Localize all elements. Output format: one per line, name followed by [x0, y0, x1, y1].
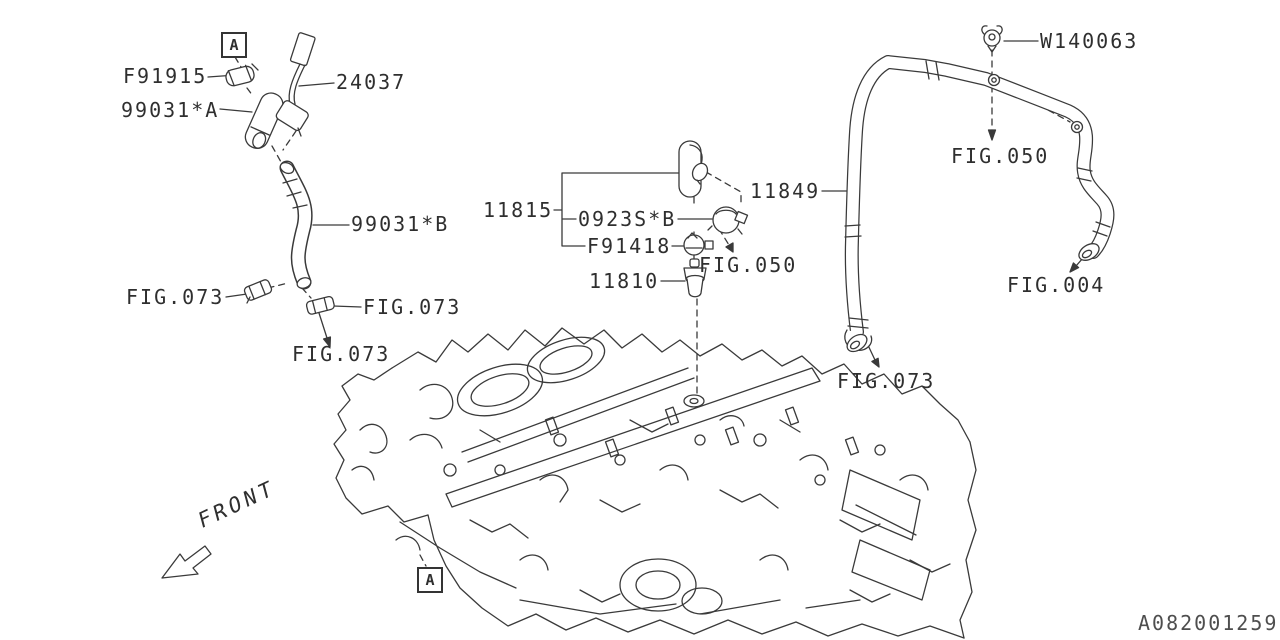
drawing-number: A082001259: [1138, 611, 1279, 635]
part-label-f91915: F91915: [123, 64, 208, 88]
part-label-99031a: 99031*A: [121, 98, 220, 122]
figure-ref-004: FIG.004: [1007, 273, 1106, 297]
part-clamp-f91418: [683, 232, 714, 256]
part-label-w140063: W140063: [1040, 29, 1139, 53]
part-clamp-0923sb: [707, 206, 749, 235]
figure-ref-073-left: FIG.073: [126, 285, 225, 309]
leader-lines: [207, 40, 1039, 308]
part-pcv-valve-11810: [683, 258, 707, 298]
hose-end-lower: [844, 317, 873, 353]
section-marker-a-top: A: [221, 32, 247, 58]
figure-ref-050-right: FIG.050: [951, 144, 1050, 168]
part-hose-11849: [844, 55, 1115, 353]
part-clip-fig073-left: [243, 279, 273, 304]
engine-block-drawing: [333, 327, 977, 639]
part-label-f91418: F91418: [587, 234, 672, 258]
figure-ref-073-right: FIG.073: [837, 369, 936, 393]
dashed-lines: [234, 49, 1071, 567]
part-hose-11815: [678, 140, 709, 198]
figure-ref-073-mid: FIG.073: [363, 295, 462, 319]
part-clip-w140063: [981, 25, 1003, 53]
part-label-11849: 11849: [750, 179, 821, 203]
section-marker-a-bottom: A: [417, 567, 443, 593]
part-sensor-24037: [275, 32, 316, 137]
part-hose-99031a: [244, 92, 284, 150]
part-clip-fig073-mid: [305, 296, 335, 315]
figure-ref-050-center: FIG.050: [699, 253, 798, 277]
part-hose-99031b: [279, 160, 313, 290]
part-label-24037: 24037: [336, 70, 407, 94]
part-clamp-f91915: [225, 63, 259, 87]
hose-end-upper-right: [1078, 243, 1100, 261]
part-label-11815: 11815: [483, 198, 554, 222]
part-label-0923sb: 0923S*B: [578, 207, 677, 231]
front-arrow-icon: [161, 545, 212, 579]
part-label-11810: 11810: [589, 269, 660, 293]
part-label-99031b: 99031*B: [351, 212, 450, 236]
figure-ref-073-below: FIG.073: [292, 342, 391, 366]
